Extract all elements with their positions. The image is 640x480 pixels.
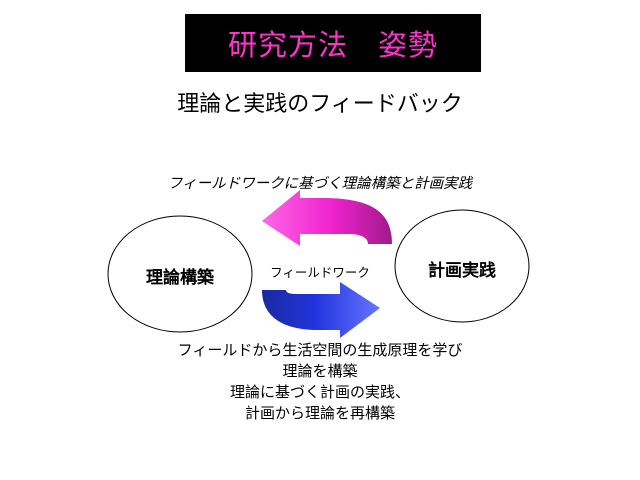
practice-node-label: 計画実践: [428, 261, 496, 281]
title-box: 研究方法 姿勢: [185, 14, 481, 72]
upper-feedback-arrow: [262, 190, 392, 246]
subtitle: 理論と実践のフィードバック: [177, 92, 463, 117]
diagram-caption: フィールドワークに基づく理論構築と計画実践: [167, 176, 473, 192]
fieldwork-label: フィールドワーク: [270, 265, 370, 280]
description-block: フィールドから生活空間の生成原理を学び 理論を構築 理論に基づく計画の実践、 計…: [0, 340, 640, 424]
page-title: 研究方法 姿勢: [227, 28, 438, 62]
description-line: 理論を構築: [282, 362, 358, 380]
description-line: 理論に基づく計画の実践、: [229, 383, 410, 401]
theory-node-circle: [107, 215, 253, 333]
practice-node-circle: [394, 209, 530, 323]
theory-node-label: 理論構築: [146, 268, 214, 288]
lower-feedback-arrow: [262, 282, 380, 338]
description-line: 計画から理論を再構築: [244, 404, 395, 422]
description-line: フィールドから生活空間の生成原理を学び: [177, 341, 463, 359]
